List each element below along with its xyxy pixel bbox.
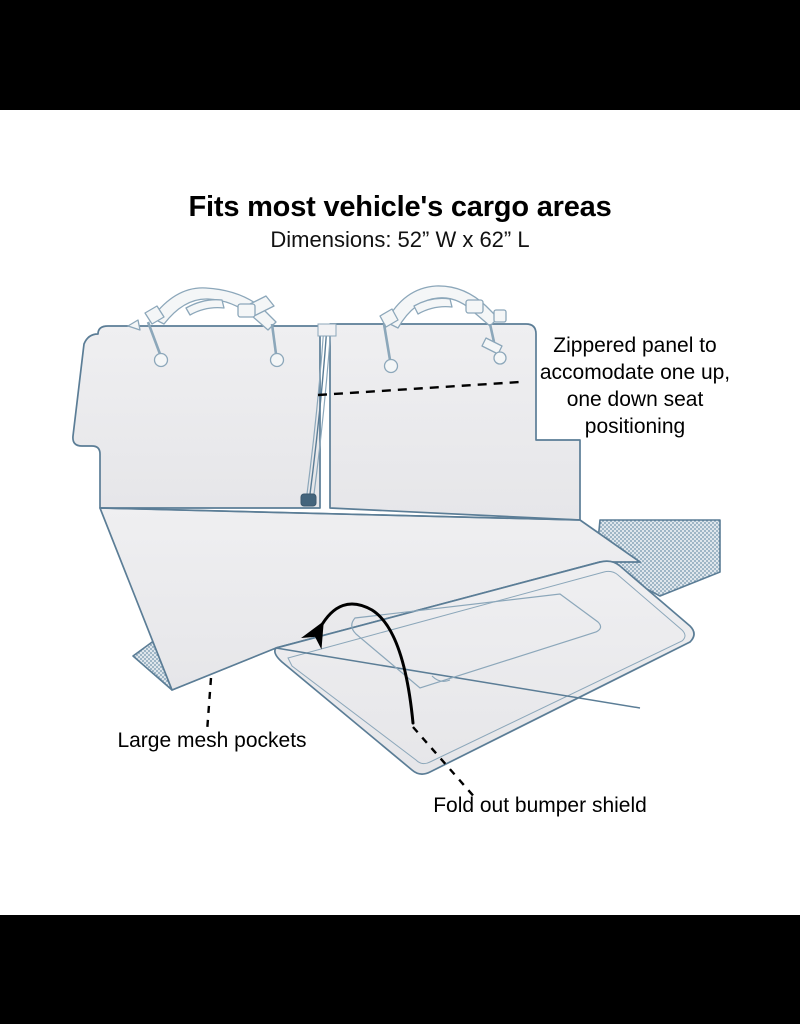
heading-block: Fits most vehicle's cargo areas Dimensio… [0, 192, 800, 252]
right-strap-assembly [379, 285, 507, 374]
fold-out-bumper-shield [274, 560, 695, 775]
illustration-stage: Fits most vehicle's cargo areas Dimensio… [0, 110, 800, 915]
page-title: Fits most vehicle's cargo areas [188, 191, 612, 223]
bumper-fold-seam [275, 647, 641, 709]
annotation-zippered-panel: Zippered panel to accomodate one up, one… [539, 334, 731, 438]
leader-line-zipper [317, 380, 521, 397]
left-strap-assembly [127, 287, 285, 368]
letterbox-bar-bottom [0, 915, 800, 1024]
center-zipper [300, 323, 337, 507]
dimensions-subtitle: Dimensions: 52” W x 62” L [270, 227, 530, 253]
annotation-bumper-shield: Fold out bumper shield [433, 794, 647, 817]
leader-line-mesh [205, 677, 213, 733]
leader-line-bumper [412, 726, 478, 801]
cargo-liner-illustration [72, 285, 721, 801]
left-backrest-panel [72, 325, 321, 509]
right-backrest-panel [329, 323, 581, 521]
zipper-pull [300, 493, 317, 507]
fold-out-arrow [301, 602, 415, 725]
letterbox-bar-top [0, 0, 800, 110]
annotation-mesh-pockets: Large mesh pockets [117, 729, 307, 752]
bumper-handle-slot [351, 593, 602, 689]
